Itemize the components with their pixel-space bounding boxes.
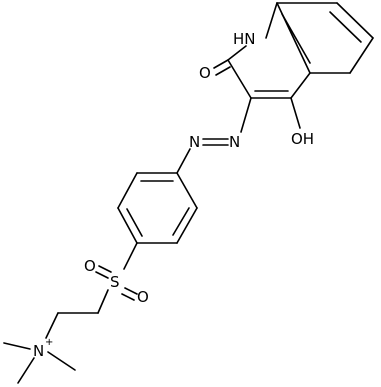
bond	[47, 351, 76, 371]
bond	[123, 242, 138, 270]
bond	[97, 289, 109, 314]
bond	[117, 207, 138, 244]
bond	[17, 357, 35, 384]
bond	[45, 312, 59, 339]
ammonium-nitrogen-label: N	[33, 342, 44, 360]
bond	[215, 66, 231, 76]
bond	[213, 59, 229, 69]
bond	[227, 59, 252, 99]
bonds	[3, 2, 374, 384]
bond	[336, 2, 374, 39]
bond	[117, 172, 138, 209]
hydroxyl-label: OH	[291, 130, 314, 148]
bond	[3, 342, 31, 350]
bond	[172, 207, 190, 236]
bond	[124, 287, 138, 295]
bond	[349, 37, 374, 74]
bond	[329, 11, 362, 43]
azo-nitrogen-label: N	[229, 133, 240, 151]
sulfonyl-oxygen-label: O	[84, 257, 96, 275]
bond	[227, 45, 247, 61]
atom-labels: HN O OH N N S O O N +	[33, 30, 314, 360]
nh-label: HN	[233, 30, 256, 48]
ammonium-charge-label: +	[45, 337, 53, 348]
bond	[265, 2, 278, 39]
bond	[126, 208, 143, 237]
sulfur-label: S	[110, 273, 120, 291]
bond	[290, 72, 311, 99]
bond	[95, 271, 109, 279]
bond	[176, 148, 191, 174]
sulfonyl-oxygen-label: O	[137, 288, 149, 306]
azo-nitrogen-label: N	[189, 133, 200, 151]
bond	[240, 97, 252, 133]
carbonyl-oxygen-label: O	[199, 64, 211, 82]
bond	[176, 207, 198, 244]
bond	[176, 172, 198, 209]
bond	[290, 97, 301, 129]
bond	[281, 13, 311, 64]
bond	[98, 265, 112, 273]
bond	[121, 293, 135, 301]
